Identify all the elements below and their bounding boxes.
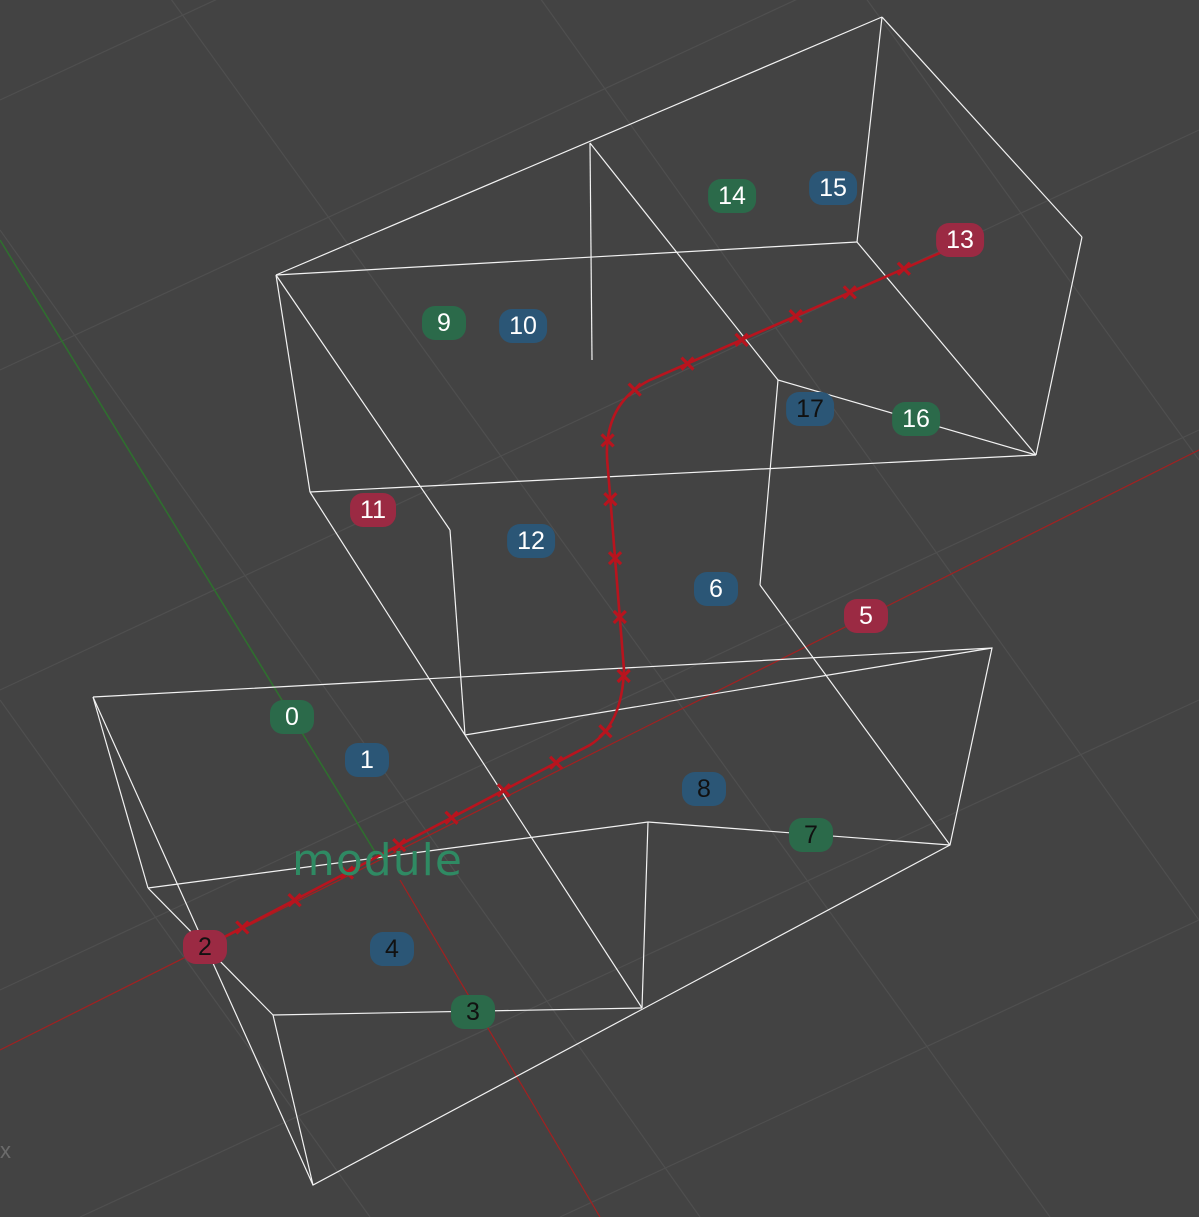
- cell-label-9[interactable]: 9: [422, 306, 466, 340]
- cell-label-11[interactable]: 11: [350, 493, 396, 527]
- axis-x-label: x: [0, 1138, 11, 1163]
- waypoint-marker[interactable]: [598, 724, 613, 739]
- waypoint-marker[interactable]: [616, 668, 631, 684]
- cell-label-5[interactable]: 5: [844, 599, 888, 633]
- waypoint-marker[interactable]: [627, 382, 642, 397]
- waypoint-marker[interactable]: [607, 551, 623, 566]
- waypoint-marker[interactable]: [788, 309, 803, 324]
- y-axis-line: [0, 239, 381, 861]
- waypoint-marker[interactable]: [734, 332, 749, 347]
- cell-label-8[interactable]: 8: [682, 772, 726, 806]
- cell-label-14[interactable]: 14: [708, 179, 756, 213]
- cell-label-15[interactable]: 15: [809, 171, 857, 205]
- waypoint-marker[interactable]: [680, 356, 695, 371]
- waypoint-marker[interactable]: [235, 920, 250, 935]
- cell-label-7[interactable]: 7: [789, 818, 833, 852]
- waypoint-marker[interactable]: [600, 433, 615, 448]
- cell-label-6[interactable]: 6: [694, 572, 738, 606]
- module-label: module: [292, 835, 463, 886]
- waypoint-marker[interactable]: [496, 783, 511, 798]
- waypoint-marker[interactable]: [842, 285, 857, 300]
- cell-label-1[interactable]: 1: [345, 743, 389, 777]
- route-waypoints[interactable]: [235, 261, 912, 935]
- waypoint-marker[interactable]: [392, 838, 407, 853]
- waypoint-marker[interactable]: [287, 892, 302, 908]
- module-cells-wireframe: [92, 16, 1083, 1186]
- waypoint-marker[interactable]: [896, 261, 912, 276]
- cell-label-0[interactable]: 0: [270, 700, 314, 734]
- x-axis-line-cross: [399, 879, 601, 1217]
- cell-label-10[interactable]: 10: [499, 309, 547, 343]
- waypoint-marker[interactable]: [603, 492, 618, 507]
- x-axis-line: [0, 449, 1199, 1051]
- cell-label-2[interactable]: 2: [183, 930, 227, 964]
- cell-label-12[interactable]: 12: [507, 524, 555, 558]
- waypoint-marker[interactable]: [444, 810, 459, 825]
- cell-label-4[interactable]: 4: [370, 932, 414, 966]
- cell-label-3[interactable]: 3: [451, 995, 495, 1029]
- waypoint-marker[interactable]: [339, 865, 355, 880]
- cell-label-16[interactable]: 16: [892, 402, 940, 436]
- waypoint-marker[interactable]: [549, 755, 564, 770]
- cell-label-13[interactable]: 13: [936, 223, 984, 257]
- cell-label-17[interactable]: 17: [786, 392, 834, 426]
- waypoint-marker[interactable]: [612, 609, 627, 625]
